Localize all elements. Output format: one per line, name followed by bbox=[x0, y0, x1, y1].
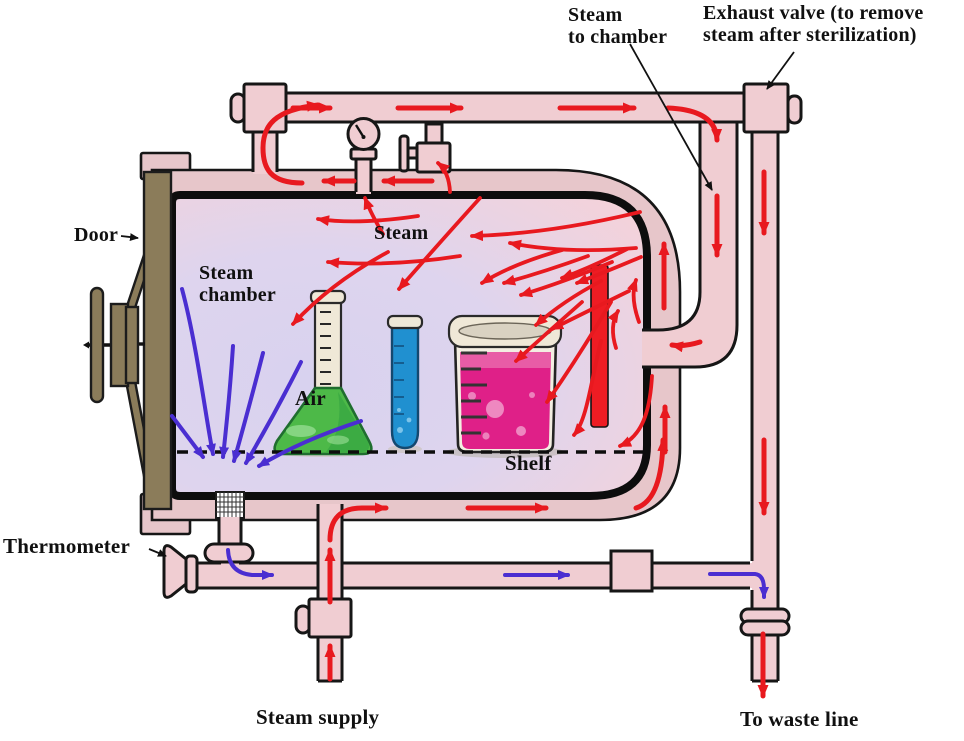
thermometer-pointer bbox=[148, 548, 167, 557]
exhaust-valve-pointer bbox=[766, 51, 795, 90]
steam-trap-icon bbox=[609, 549, 654, 593]
label-steam-chamber: Steam chamber bbox=[199, 262, 276, 307]
label-air: Air bbox=[295, 386, 326, 410]
label-shelf: Shelf bbox=[505, 451, 552, 475]
label-steam-supply: Steam supply bbox=[256, 705, 380, 729]
door-wheel-icon bbox=[83, 286, 145, 404]
safety-valve-icon bbox=[398, 122, 452, 174]
steam-to-chamber-pointer bbox=[629, 43, 713, 191]
steam-flow-arrows bbox=[260, 100, 770, 699]
label-thermometer: Thermometer bbox=[3, 534, 130, 558]
steam-supply-valve-icon bbox=[307, 597, 353, 639]
air-discharge-pipe bbox=[197, 563, 752, 588]
door bbox=[83, 170, 173, 511]
drain-filter bbox=[215, 491, 245, 519]
wheel-rim bbox=[89, 286, 105, 404]
air-flow-arrows bbox=[170, 287, 769, 599]
door-pointer bbox=[120, 233, 139, 242]
inlet-valve-icon bbox=[229, 82, 288, 134]
label-door: Door bbox=[74, 224, 119, 246]
thermometer-icon bbox=[162, 544, 199, 599]
steam-supply-pipe bbox=[294, 504, 353, 683]
label-steam-to-chamber: Steam to chamber bbox=[568, 4, 668, 49]
label-steam: Steam bbox=[374, 222, 429, 244]
beaker-icon bbox=[445, 314, 565, 458]
wheel-plate bbox=[124, 305, 140, 385]
label-exhaust-valve: Exhaust valve (to remove steam after ste… bbox=[703, 2, 924, 47]
pressure-gauge-icon bbox=[346, 117, 381, 194]
exhaust-valve-icon bbox=[742, 82, 803, 134]
door-slab bbox=[142, 170, 173, 511]
exhaust-valve-knob bbox=[786, 94, 803, 125]
test-tube-icon bbox=[386, 314, 424, 453]
label-to-waste-line: To waste line bbox=[740, 707, 859, 731]
steam-to-chamber-pipe bbox=[642, 118, 739, 369]
pointer-lines bbox=[120, 43, 795, 557]
